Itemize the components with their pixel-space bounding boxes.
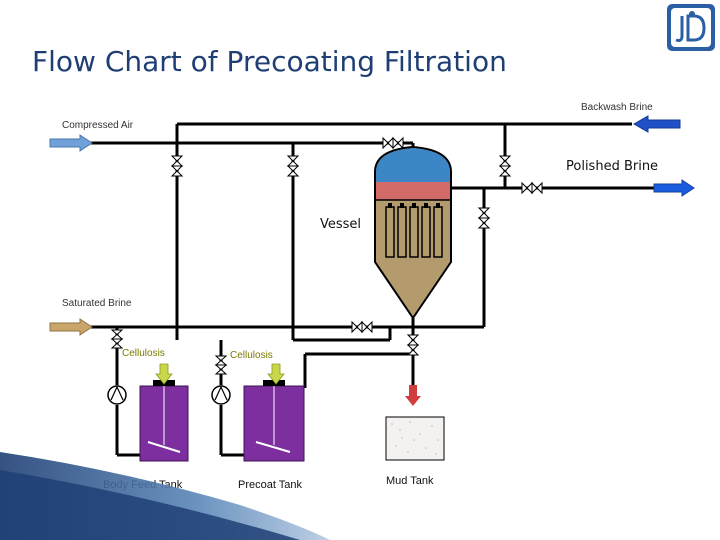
polished-brine-arrow bbox=[653, 179, 695, 197]
valve-icon bbox=[477, 207, 491, 229]
valve-icon bbox=[382, 136, 404, 150]
decorative-swoosh bbox=[0, 452, 330, 540]
precoat-tank bbox=[243, 380, 305, 462]
pump-icon bbox=[107, 385, 127, 405]
backwash-brine-arrow bbox=[632, 115, 681, 133]
precoat-tank-label: Precoat Tank bbox=[238, 479, 303, 491]
mud-tank bbox=[385, 416, 445, 461]
polished-brine-label: Polished Brine bbox=[566, 159, 658, 174]
cellulosis-label-1: Cellulosis bbox=[122, 348, 165, 359]
feed-arrow bbox=[267, 363, 285, 385]
valve-icon bbox=[110, 329, 124, 349]
pump-icon bbox=[211, 385, 231, 405]
compressed-air-arrow bbox=[49, 134, 93, 152]
valve-icon bbox=[521, 181, 543, 195]
vessel bbox=[374, 145, 452, 320]
page-title: Flow Chart of Precoating Filtration bbox=[32, 45, 507, 78]
feed-arrow bbox=[155, 363, 173, 385]
saturated-brine-arrow bbox=[49, 318, 93, 336]
saturated-brine-label: Saturated Brine bbox=[62, 298, 132, 309]
mud-tank-label: Mud Tank bbox=[386, 475, 434, 487]
valve-icon bbox=[406, 334, 420, 356]
valve-icon bbox=[214, 355, 228, 375]
valve-icon bbox=[351, 320, 373, 334]
jd-logo-icon bbox=[667, 4, 715, 51]
backwash-brine-label: Backwash Brine bbox=[581, 102, 653, 113]
valve-icon bbox=[286, 155, 300, 177]
valve-icon bbox=[170, 155, 184, 177]
valve-icon bbox=[498, 155, 512, 177]
compressed-air-label: Compressed Air bbox=[62, 120, 134, 131]
cellulosis-label-2: Cellulosis bbox=[230, 350, 273, 361]
mud-arrow bbox=[405, 385, 421, 406]
vessel-label: Vessel bbox=[320, 217, 361, 232]
valve-icons bbox=[110, 136, 543, 375]
body-feed-tank bbox=[139, 380, 189, 462]
